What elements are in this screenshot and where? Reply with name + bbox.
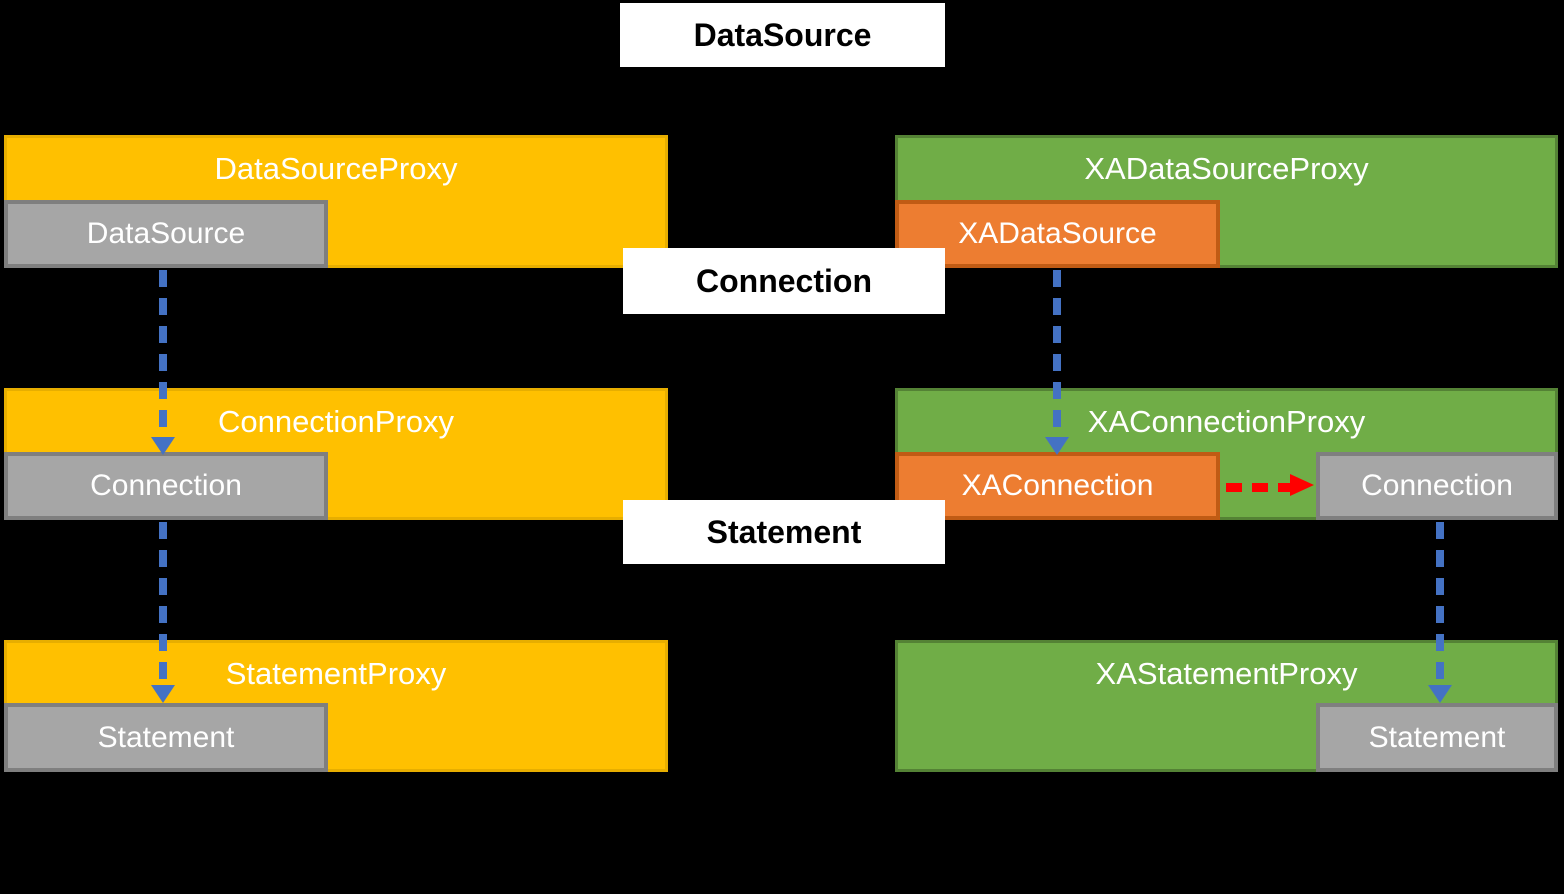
xa-wrapped-statement-text: Statement — [1368, 720, 1506, 754]
arrow-connection-to-statement-left-head-icon — [151, 685, 175, 703]
wrapped-connection-box: Connection — [4, 452, 328, 520]
arrow-datasource-to-connection-left — [159, 270, 167, 438]
xa-connection-proxy-title: XAConnectionProxy — [1087, 404, 1366, 439]
wrapped-xa-connection-box: XAConnection — [895, 452, 1220, 520]
xa-datasource-proxy-title: XADataSourceProxy — [1084, 151, 1369, 186]
arrow-xa-datasource-to-xa-connection-head-icon — [1045, 437, 1069, 455]
xa-wrapped-connection-text: Connection — [1361, 469, 1513, 502]
wrapped-xa-datasource-box: XADataSource — [895, 200, 1220, 268]
connection-proxy-box: ConnectionProxy — [4, 388, 668, 520]
datasource-interface-label: DataSource — [620, 3, 945, 67]
wrapped-xa-datasource-text: XADataSource — [958, 217, 1157, 250]
wrapped-connection-text: Connection — [90, 469, 242, 502]
connection-interface-text: Connection — [696, 262, 872, 299]
arrow-connection-to-statement-left — [159, 522, 167, 686]
statement-interface-text: Statement — [706, 513, 862, 550]
wrapped-statement-text: Statement — [97, 720, 235, 754]
arrow-xa-connection-to-connection — [1226, 483, 1290, 492]
arrow-xa-connection-to-connection-head-icon — [1290, 474, 1314, 496]
wrapped-datasource-box: DataSource — [4, 200, 328, 268]
statement-proxy-title: StatementProxy — [225, 656, 447, 691]
wrapped-datasource-text: DataSource — [86, 217, 246, 250]
connection-proxy-title: ConnectionProxy — [217, 404, 455, 439]
arrow-datasource-to-connection-left-head-icon — [151, 437, 175, 455]
arrow-connection-to-statement-right — [1436, 522, 1444, 686]
xa-statement-proxy-title: XAStatementProxy — [1095, 656, 1358, 691]
statement-interface-label: Statement — [623, 500, 945, 564]
connection-interface-label: Connection — [623, 248, 945, 314]
xa-wrapped-statement-box: Statement — [1316, 703, 1558, 772]
xa-wrapped-connection-box: Connection — [1316, 452, 1558, 520]
arrow-connection-to-statement-right-head-icon — [1428, 685, 1452, 703]
wrapped-statement-box: Statement — [4, 703, 328, 772]
arrow-xa-datasource-to-xa-connection — [1053, 270, 1061, 438]
datasource-proxy-title: DataSourceProxy — [214, 151, 458, 186]
datasource-interface-text: DataSource — [693, 16, 872, 53]
wrapped-xa-connection-text: XAConnection — [961, 469, 1154, 502]
